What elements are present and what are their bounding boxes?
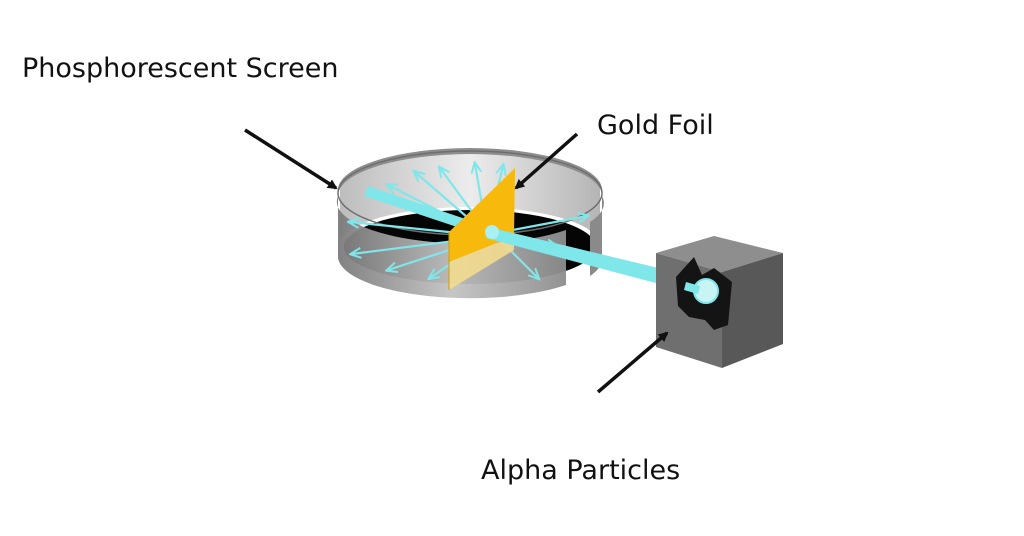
scatter-path <box>501 216 587 234</box>
alpha-pointer-arrow <box>596 331 669 394</box>
transmitted-beam <box>364 186 486 236</box>
alpha-particles-label: Alpha Particles <box>481 455 681 486</box>
alpha-source-box <box>656 236 783 368</box>
source-emission <box>684 282 700 294</box>
beam-impact-point <box>485 225 499 239</box>
foil-pointer-arrow <box>514 132 579 190</box>
source-box-top <box>656 236 783 272</box>
source-box-right <box>722 253 783 368</box>
incident-beam <box>486 227 700 294</box>
gold-foil-label: Gold Foil <box>597 110 714 141</box>
screen-pointer-arrow <box>244 128 338 190</box>
phosphorescent-screen-label: Phosphorescent Screen <box>22 53 339 84</box>
screen-inner-wall <box>340 152 600 245</box>
gold-foil-lower <box>449 236 514 290</box>
